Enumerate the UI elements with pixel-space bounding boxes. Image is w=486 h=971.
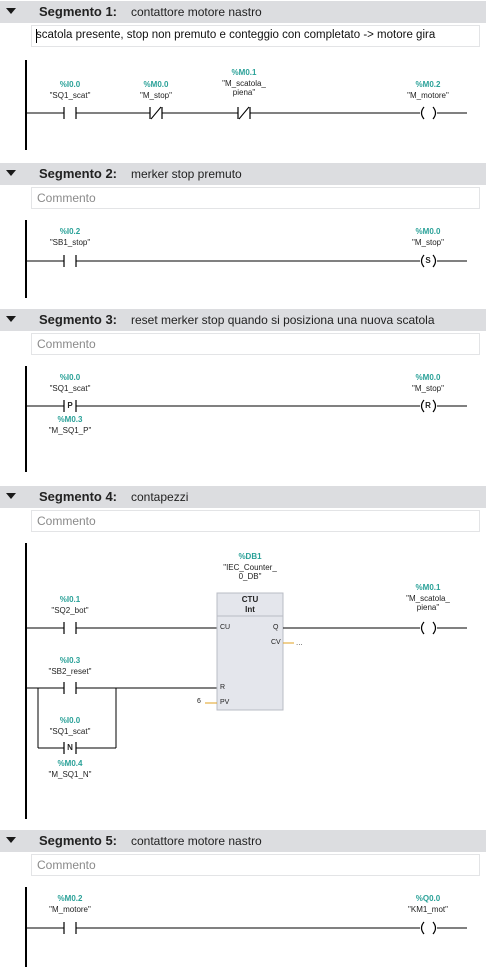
segment-3-comment[interactable]: Commento <box>31 333 480 355</box>
segment-3-description[interactable]: reset merker stop quando si posiziona un… <box>131 313 435 327</box>
segment-4-title: Segmento 4: <box>39 489 118 504</box>
segment-4-rung[interactable]: %DB1 "IEC_Counter_ 0_DB" CTU Int CU R PV… <box>0 543 486 823</box>
pin-q-label: Q <box>273 624 279 631</box>
contact-tag-line2[interactable]: piena" <box>232 88 256 97</box>
segment-4-comment-text: Commento <box>37 514 96 528</box>
contact-address[interactable]: %I0.3 <box>59 656 81 665</box>
coil-set-letter: S <box>425 256 431 265</box>
edge-memory-tag[interactable]: "M_SQ1_N" <box>48 770 92 779</box>
segment-5-comment[interactable]: Commento <box>31 854 480 876</box>
segment-1-header[interactable]: Segmento 1: contattore motore nastro <box>0 1 486 23</box>
coil-address[interactable]: %M0.2 <box>415 80 441 89</box>
contact-tag[interactable]: "SQ1_scat" <box>49 727 91 736</box>
segment-4-description[interactable]: contapezzi <box>131 490 189 504</box>
block-type[interactable]: Int <box>245 605 255 614</box>
contact-tag[interactable]: "SQ2_bot" <box>51 606 89 615</box>
pin-cu-label: CU <box>220 624 231 631</box>
contact-tag[interactable]: "SQ1_scat" <box>49 91 91 100</box>
segment-2-description[interactable]: merker stop premuto <box>131 167 242 181</box>
segment-2-title: Segmento 2: <box>39 166 118 181</box>
coil-reset-letter: R <box>425 401 431 410</box>
segment-4-comment[interactable]: Commento <box>31 510 480 532</box>
contact-tag[interactable]: "SQ1_scat" <box>49 384 91 393</box>
segment-2-ladder-graphic <box>25 220 467 298</box>
contact-address[interactable]: %I0.0 <box>59 716 81 725</box>
contact-address[interactable]: %I0.1 <box>59 595 81 604</box>
coil-tag[interactable]: "KM1_mot" <box>408 905 448 914</box>
segment-5-rung[interactable]: %M0.2 "M_motore" %Q0.0 "KM1_mot" <box>0 887 486 971</box>
segment-5-header[interactable]: Segmento 5: contattore motore nastro <box>0 830 486 852</box>
contact-address[interactable]: %I0.2 <box>59 227 81 236</box>
segment-3-ladder-graphic <box>25 366 467 472</box>
segment-1-comment-text: scatola presente, stop non premuto e con… <box>36 29 436 41</box>
coil-tag[interactable]: "M_motore" <box>407 91 449 100</box>
db-tag[interactable]: "IEC_Counter_ <box>223 563 277 572</box>
segment-1-description[interactable]: contattore motore nastro <box>131 5 262 19</box>
collapse-toggle-icon[interactable] <box>6 8 16 14</box>
collapse-toggle-icon[interactable] <box>6 316 16 322</box>
pin-cv-label: CV <box>271 639 281 646</box>
segment-1-rung[interactable]: %I0.0 "SQ1_scat" %M0.0 "M_stop" %M0.1 "M… <box>0 58 486 153</box>
segment-2-header[interactable]: Segmento 2: merker stop premuto <box>0 163 486 185</box>
segment-4-header[interactable]: Segmento 4: contapezzi <box>0 486 486 508</box>
segment-5-ladder-graphic <box>25 887 467 967</box>
contact-tag[interactable]: "SB2_reset" <box>48 667 92 676</box>
contact-tag[interactable]: "M_scatola_ <box>222 79 266 88</box>
cv-value[interactable]: ... <box>296 638 303 647</box>
block-name[interactable]: CTU <box>241 595 259 604</box>
coil-address[interactable]: %M0.0 <box>415 373 441 382</box>
contact-tag[interactable]: "M_stop" <box>140 91 172 100</box>
pin-pv-label: PV <box>220 699 230 706</box>
segment-3-header[interactable]: Segmento 3: reset merker stop quando si … <box>0 309 486 331</box>
segment-2-rung[interactable]: %I0.2 "SB1_stop" S %M0.0 "M_stop" <box>0 220 486 300</box>
contact-edge-letter: N <box>67 743 73 752</box>
segment-1-ladder-graphic <box>25 60 467 150</box>
segment-4-ladder-graphic <box>25 543 467 819</box>
segment-3-rung[interactable]: P %I0.0 "SQ1_scat" %M0.3 "M_SQ1_P" R %M0… <box>0 366 486 476</box>
db-tag-line2[interactable]: 0_DB" <box>238 572 262 581</box>
collapse-toggle-icon[interactable] <box>6 493 16 499</box>
pin-r-label: R <box>220 684 226 691</box>
coil-tag[interactable]: "M_stop" <box>412 238 444 247</box>
coil-tag[interactable]: "M_scatola_ <box>406 594 450 603</box>
collapse-toggle-icon[interactable] <box>6 170 16 176</box>
coil-tag-line2[interactable]: piena" <box>416 603 440 612</box>
coil-address[interactable]: %M0.1 <box>415 583 441 592</box>
edge-memory-address[interactable]: %M0.4 <box>57 759 83 768</box>
segment-2-comment[interactable]: Commento <box>31 187 480 209</box>
segment-5-comment-text: Commento <box>37 858 96 872</box>
segment-5-description[interactable]: contattore motore nastro <box>131 834 262 848</box>
edge-memory-tag[interactable]: "M_SQ1_P" <box>48 426 92 435</box>
text-cursor <box>36 29 37 43</box>
db-address[interactable]: %DB1 <box>238 552 262 561</box>
coil-tag[interactable]: "M_stop" <box>412 384 444 393</box>
contact-tag[interactable]: "SB1_stop" <box>49 238 91 247</box>
segment-1-title: Segmento 1: <box>39 4 118 19</box>
contact-address[interactable]: %M0.1 <box>231 68 257 77</box>
segment-2-comment-text: Commento <box>37 191 96 205</box>
collapse-toggle-icon[interactable] <box>6 837 16 843</box>
coil-address[interactable]: %M0.0 <box>415 227 441 236</box>
segment-3-title: Segmento 3: <box>39 312 118 327</box>
contact-address[interactable]: %M0.0 <box>143 80 169 89</box>
pv-value[interactable]: 6 <box>197 698 201 705</box>
coil-address[interactable]: %Q0.0 <box>415 894 441 903</box>
segment-5-title: Segmento 5: <box>39 833 118 848</box>
contact-address[interactable]: %I0.0 <box>59 373 81 382</box>
segment-3-comment-text: Commento <box>37 337 96 351</box>
contact-address[interactable]: %M0.2 <box>57 894 83 903</box>
edge-memory-address[interactable]: %M0.3 <box>57 415 83 424</box>
contact-address[interactable]: %I0.0 <box>59 80 81 89</box>
contact-tag[interactable]: "M_motore" <box>49 905 91 914</box>
segment-1-comment[interactable]: scatola presente, stop non premuto e con… <box>31 25 480 47</box>
contact-edge-letter: P <box>67 401 73 410</box>
